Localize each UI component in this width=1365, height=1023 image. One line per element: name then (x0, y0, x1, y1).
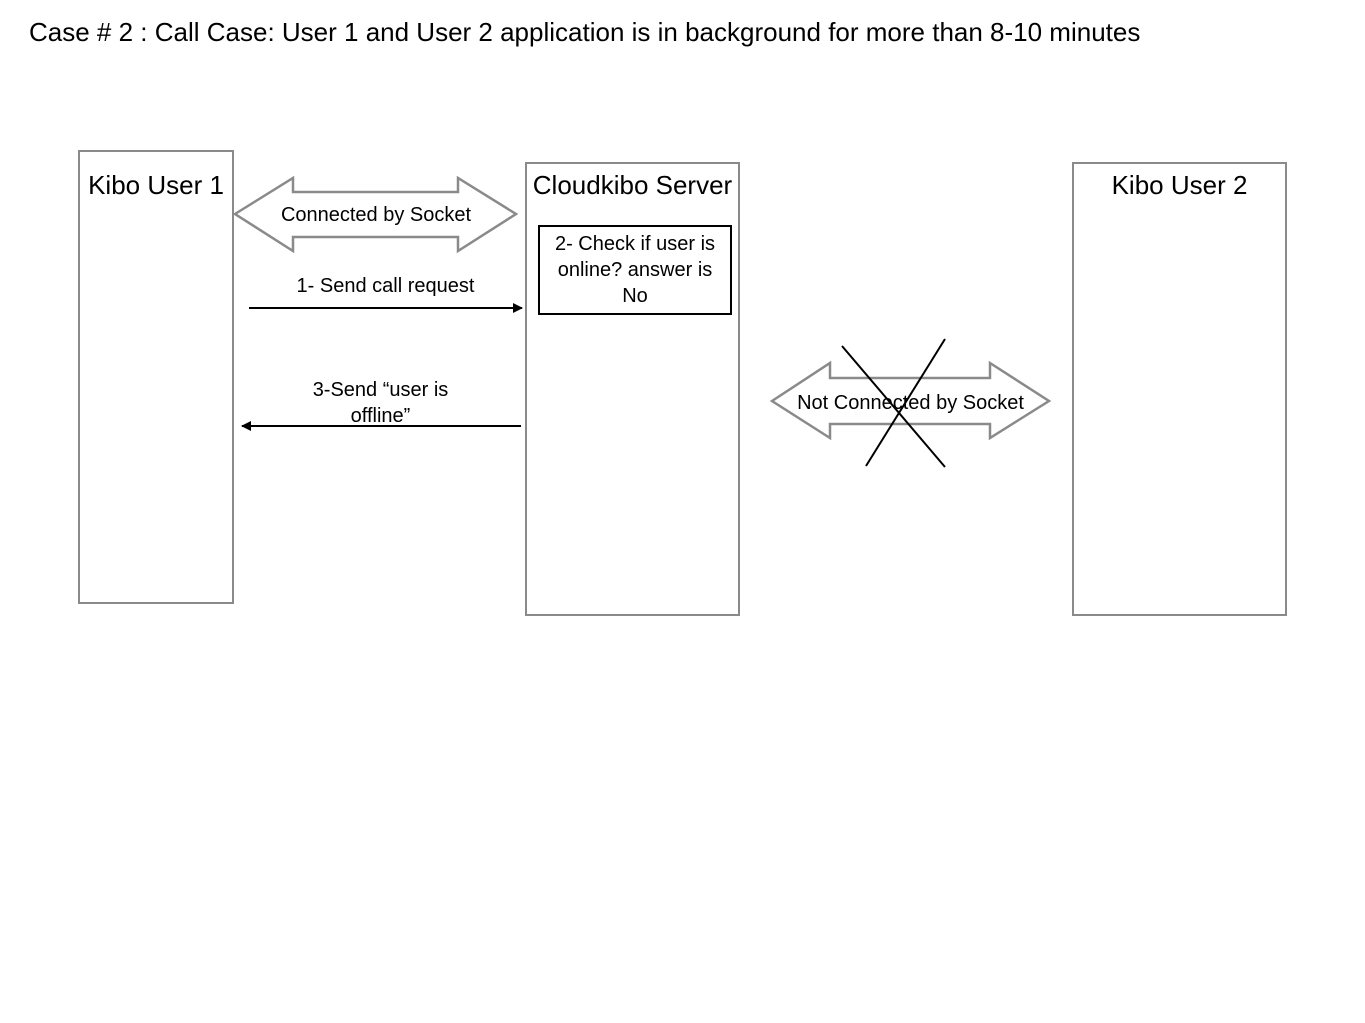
step-1-label: 1- Send call request (296, 275, 475, 297)
cloudkibo-server-label: Cloudkibo Server (532, 170, 733, 200)
step-2-check-box: 2- Check if user is online? answer is No (538, 225, 732, 315)
kibo-user-2-label: Kibo User 2 (1111, 170, 1248, 200)
cross-line-a (841, 345, 946, 468)
step-2-label: 2- Check if user is online? answer is No (554, 233, 716, 307)
kibo-user-1-label: Kibo User 1 (88, 170, 224, 200)
cross-line-b (865, 338, 946, 467)
not-connected-by-socket-label: Not Connected by Socket (797, 392, 1024, 414)
step-3-label-line-2: offline” (350, 405, 411, 427)
kibo-user-2-box: Kibo User 2 (1072, 162, 1287, 616)
kibo-user-1-box: Kibo User 1 (78, 150, 234, 604)
connected-by-socket-label: Connected by Socket (280, 204, 472, 226)
diagram-title: Case # 2 : Call Case: User 1 and User 2 … (29, 17, 1141, 47)
socket-not-connected-double-arrow (769, 360, 1052, 441)
step-3-label-line-1: 3-Send “user is (312, 379, 449, 401)
socket-connected-double-arrow (232, 175, 519, 254)
